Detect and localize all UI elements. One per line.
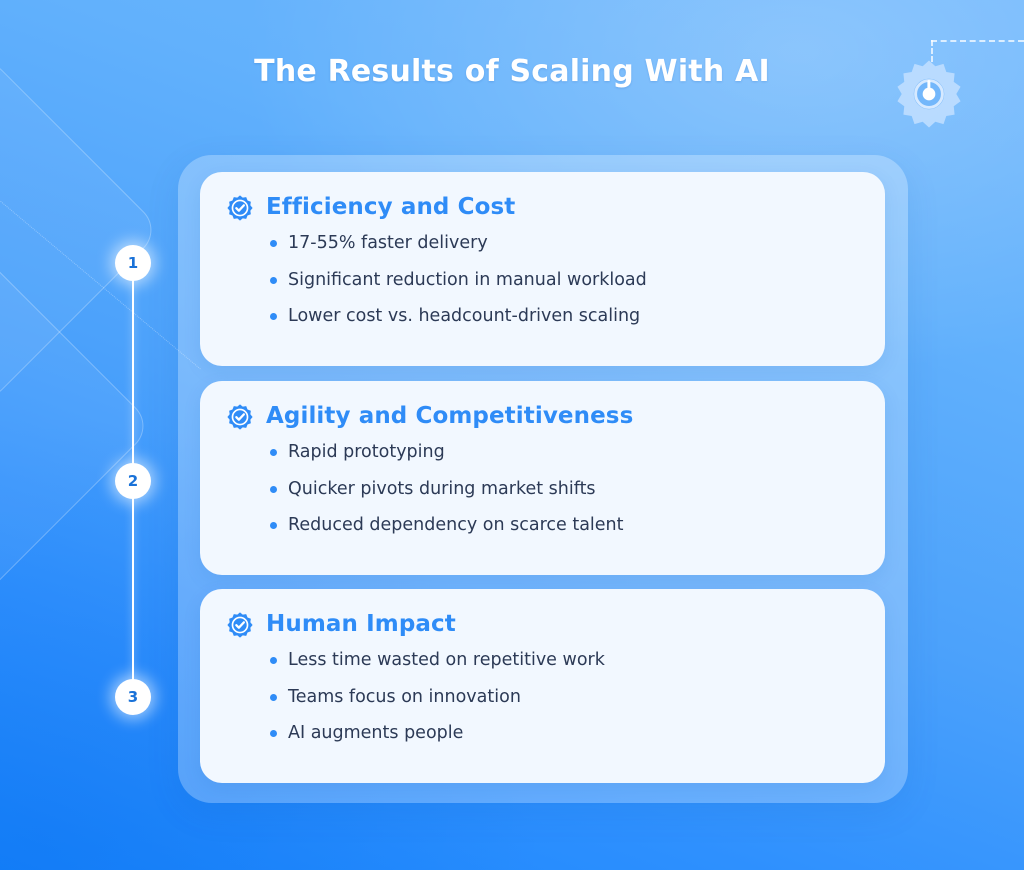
card-title: Agility and Competitiveness [266,403,634,430]
list-item: Quicker pivots during market shifts [270,476,855,503]
step-connector-line [132,481,134,697]
card-bullet-list: Rapid prototyping Quicker pivots during … [226,439,855,539]
step-marker-3[interactable]: 3 [115,679,151,715]
result-card: Agility and Competitiveness Rapid protot… [200,381,885,575]
card-header: Human Impact [226,611,855,639]
card-bullet-list: 17-55% faster delivery Significant reduc… [226,230,855,330]
list-item: Teams focus on innovation [270,684,855,711]
step-number: 2 [127,471,139,490]
result-card: Human Impact Less time wasted on repetit… [200,589,885,783]
list-item: Less time wasted on repetitive work [270,647,855,674]
list-item: Reduced dependency on scarce talent [270,512,855,539]
list-item: AI augments people [270,720,855,747]
decorative-diamond-shape-lower [0,247,155,605]
step-connector-line [132,263,134,481]
step-number: 3 [127,687,139,706]
verified-check-badge-icon [227,195,253,221]
verified-check-badge-icon [227,612,253,638]
list-item: 17-55% faster delivery [270,230,855,257]
result-card: Efficiency and Cost 17-55% faster delive… [200,172,885,366]
card-title: Human Impact [266,611,456,638]
step-number: 1 [127,253,139,272]
list-item: Significant reduction in manual workload [270,267,855,294]
list-item: Rapid prototyping [270,439,855,466]
card-bullet-list: Less time wasted on repetitive work Team… [226,647,855,747]
list-item: Lower cost vs. headcount-driven scaling [270,303,855,330]
card-header: Efficiency and Cost [226,194,855,222]
dashed-connector-horizontal [931,40,1024,42]
step-marker-1[interactable]: 1 [115,245,151,281]
gear-icon [890,55,968,133]
page-title: The Results of Scaling With AI [254,54,770,89]
card-header: Agility and Competitiveness [226,403,855,431]
decorative-diamond-shape-upper [0,51,163,409]
card-title: Efficiency and Cost [266,194,516,221]
step-marker-2[interactable]: 2 [115,463,151,499]
verified-check-badge-icon [227,404,253,430]
decorative-dotted-diagonal-line [0,150,201,370]
